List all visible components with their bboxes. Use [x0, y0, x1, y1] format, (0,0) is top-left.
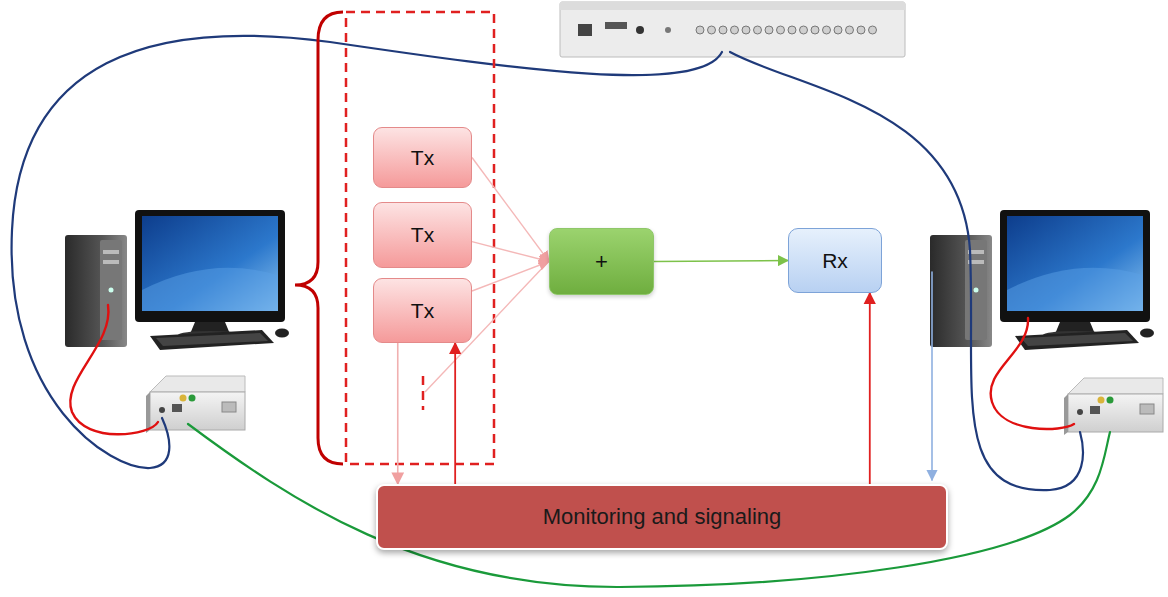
illustration — [1064, 378, 1163, 435]
switch-rack — [560, 2, 905, 57]
rack-ports — [696, 26, 877, 34]
red-cable — [991, 318, 1074, 429]
blue-cable — [730, 52, 1083, 490]
node-label: Rx — [822, 249, 848, 273]
connector-arrow — [472, 242, 549, 262]
rack-port — [869, 26, 877, 34]
red-cable — [70, 305, 158, 434]
connector-arrow — [472, 262, 549, 292]
illustration — [930, 210, 1154, 350]
node-label: Tx — [411, 146, 434, 170]
illustration — [146, 376, 245, 433]
tx-group — [295, 12, 548, 464]
connector-arrow — [654, 261, 788, 262]
rack-port — [719, 26, 727, 34]
switch-rack — [560, 2, 905, 10]
rack-port — [696, 26, 704, 34]
tx-box: Tx — [373, 278, 472, 343]
dashed-stub — [422, 376, 425, 410]
rack-port — [742, 26, 750, 34]
node-label: Tx — [411, 223, 434, 247]
blue-signal-line — [931, 272, 933, 480]
tx-box: Tx — [373, 202, 472, 268]
node-label: Monitoring and signaling — [543, 504, 782, 530]
switch-rack — [636, 26, 644, 34]
rack-port — [834, 26, 842, 34]
rack-port — [800, 26, 808, 34]
rack-port — [708, 26, 716, 34]
cables — [12, 36, 1110, 587]
switch-rack — [665, 27, 671, 33]
rack-port — [846, 26, 854, 34]
switch-rack — [605, 22, 627, 29]
connector-arrow — [397, 343, 399, 484]
switch-rack — [560, 2, 905, 57]
rack-port — [777, 26, 785, 34]
rack-port — [765, 26, 773, 34]
rack-port — [754, 26, 762, 34]
group-bracket — [295, 12, 343, 464]
blue-cable — [12, 36, 722, 468]
rack-port — [731, 26, 739, 34]
green-cable — [188, 424, 1110, 587]
connector-arrow — [472, 158, 549, 262]
connector-arrow — [869, 293, 871, 484]
rx-box: Rx — [788, 228, 882, 293]
connector-arrow — [454, 343, 456, 484]
rack-port — [823, 26, 831, 34]
node-label: Tx — [411, 299, 434, 323]
rack-port — [857, 26, 865, 34]
node-label: + — [595, 249, 608, 275]
switch-rack — [578, 24, 592, 36]
illustration — [65, 210, 289, 350]
monitoring-box: Monitoring and signaling — [376, 484, 948, 550]
tx-box: Tx — [373, 127, 472, 188]
rack-port — [788, 26, 796, 34]
rack-port — [811, 26, 819, 34]
dashed-group-frame — [346, 12, 494, 464]
adder-box: + — [549, 228, 654, 295]
